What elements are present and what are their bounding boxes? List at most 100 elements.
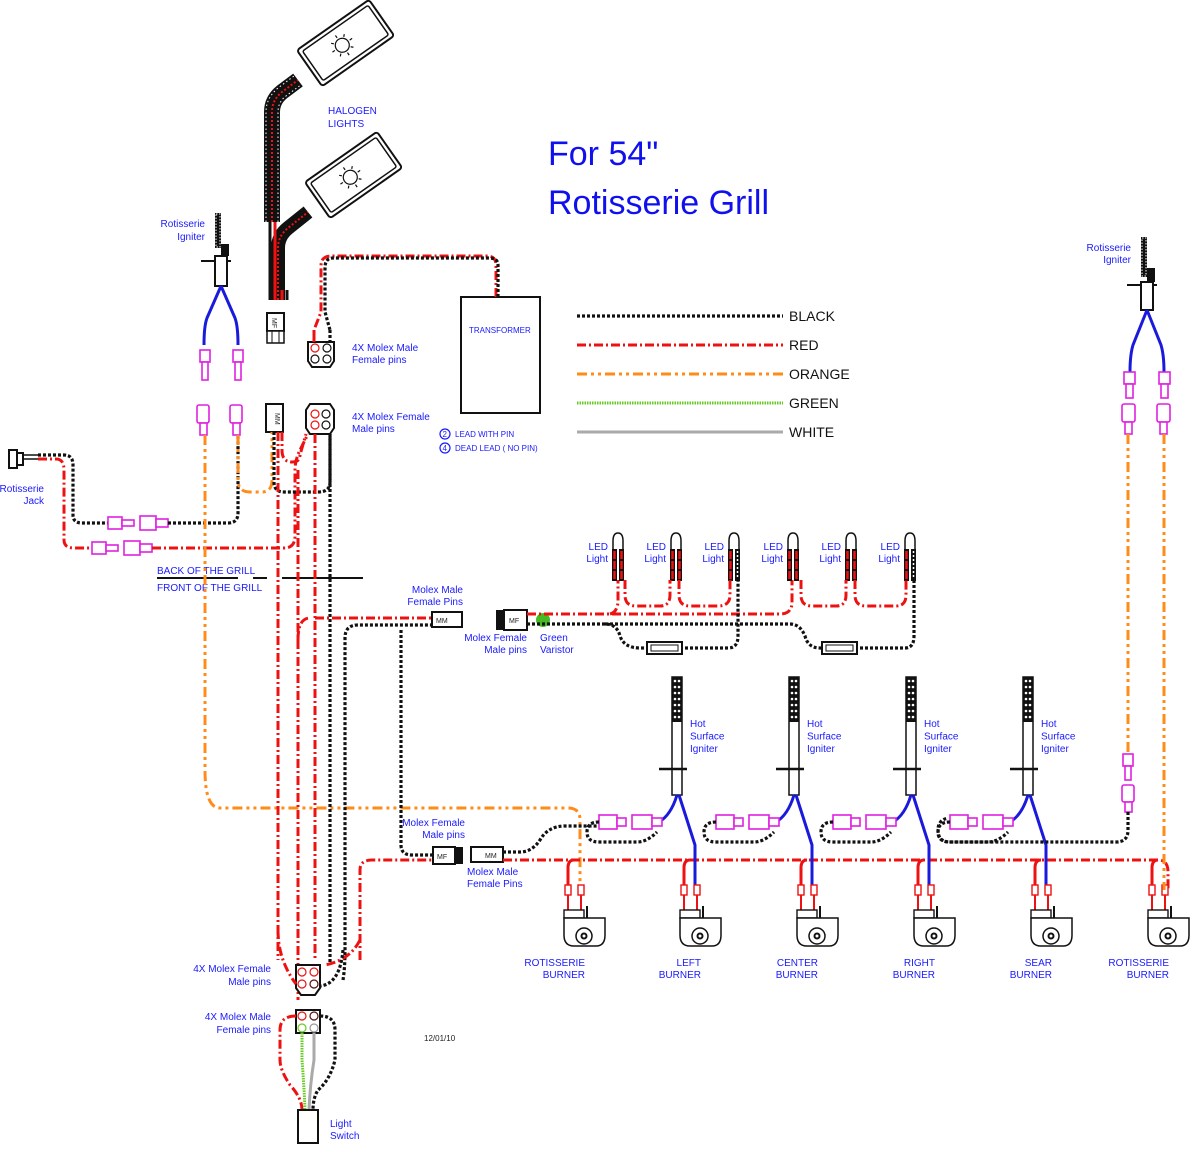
- led-light-label-1: LED: [764, 542, 783, 553]
- transformer-label: TRANSFORMER: [469, 326, 531, 335]
- light-switch-label-1: Light: [330, 1119, 352, 1130]
- molex-4x-female-bottom-label-2: Male pins: [228, 977, 271, 988]
- hot-surface-igniter-label: Surface: [807, 732, 842, 743]
- molex-4x-male-bottom-label-1: 4X Molex Male: [205, 1012, 272, 1023]
- molex-mf-lower-label-2: Male pins: [422, 830, 465, 841]
- burner-label-1: CENTER: [777, 958, 818, 969]
- burner-red-bus: [503, 858, 1170, 890]
- led-light-label-2: Light: [819, 554, 841, 565]
- burner-label-1: LEFT: [677, 958, 701, 969]
- legend-label-green: GREEN: [789, 395, 839, 411]
- led-bulb-icon: [728, 532, 740, 549]
- hot-surface-igniter-label: Hot: [690, 719, 706, 730]
- molex-mm-lower: [470, 846, 504, 863]
- rotisserie-jack-label-1: Rotisserie: [0, 484, 44, 495]
- led-light-label-2: Light: [586, 554, 608, 565]
- hot-surface-igniter-label: Igniter: [1041, 744, 1069, 755]
- burner-label-1: ROTISSERIE: [524, 958, 585, 969]
- molex-mf-lower-code: MF: [437, 854, 447, 861]
- green-varistor-label-2: Varistor: [540, 645, 574, 656]
- molex-4x-male-top: [307, 341, 335, 368]
- led-light-label-1: LED: [881, 542, 900, 553]
- rotisserie-igniter-left-label-2: Igniter: [177, 232, 205, 243]
- molex-mf-upper-label-2: Male pins: [484, 645, 527, 656]
- pin-note-circle-4: [439, 442, 451, 454]
- legend-label-red: RED: [789, 337, 819, 353]
- molex-4x-male-top-label-2: Female pins: [352, 355, 406, 366]
- led-light-label-1: LED: [647, 542, 666, 553]
- burner-label-2: BURNER: [659, 970, 701, 981]
- molex-mm-upper: [431, 611, 463, 628]
- molex-mf-upper-code: MF: [509, 618, 519, 625]
- pin-note-circle-2: [439, 428, 451, 440]
- hot-surface-igniter-label: Surface: [924, 732, 959, 743]
- halogen-light-1: [297, 0, 395, 87]
- transformer-black-lead: [323, 256, 500, 331]
- led-light-label-2: Light: [644, 554, 666, 565]
- halogen-light-2-housing: [305, 131, 403, 219]
- molex-mm-upper-code: MM: [436, 618, 448, 625]
- resistor-2: [821, 641, 858, 655]
- molex-4x-male-bottom-label-2: Female pins: [217, 1025, 271, 1036]
- molex-4x-female-top: [305, 403, 335, 435]
- led-light-label-1: LED: [589, 542, 608, 553]
- black-trunk-2: [341, 623, 432, 981]
- sun-icon: [334, 37, 350, 53]
- rotisserie-igniter-left-terminals: [199, 349, 244, 381]
- led-bulb-icon: [670, 532, 682, 549]
- rotisserie-igniter-right-label-1: Rotisserie: [1087, 243, 1132, 254]
- hot-surface-igniter-label: Igniter: [807, 744, 835, 755]
- mm-connector-top-code: MM: [273, 413, 280, 425]
- halogen-harness-sleeve-1: [264, 73, 303, 222]
- burner-label-2: BURNER: [543, 970, 585, 981]
- rotisserie-igniter-right-label-2: Igniter: [1103, 255, 1131, 266]
- rotisserie-jack-label-2: Jack: [23, 496, 45, 507]
- rotisserie-igniter-left: [201, 213, 231, 287]
- hot-surface-igniter-label: Hot: [924, 719, 940, 730]
- led-light-label-2: Light: [761, 554, 783, 565]
- molex-mf-upper-housing: [496, 610, 504, 630]
- back-of-grill-label: BACK OF THE GRILL: [157, 566, 256, 577]
- hot-surface-igniter-label: Hot: [1041, 719, 1057, 730]
- pin-note-text-1: LEAD WITH PIN: [455, 430, 514, 439]
- rotisserie-jack: [8, 449, 38, 469]
- female-terminals-left: [196, 404, 243, 436]
- rotisserie-igniter-right-terminals: [1121, 371, 1171, 435]
- title-line-1: For 54": [548, 135, 658, 173]
- burner-label-2: BURNER: [1010, 970, 1052, 981]
- pin-notes: 2 LEAD WITH PIN 4 DEAD LEAD ( NO PIN): [439, 428, 538, 454]
- hot-surface-igniter-label: Igniter: [690, 744, 718, 755]
- burner-label-1: SEAR: [1025, 958, 1052, 969]
- rotisserie-igniter-left-label-1: Rotisserie: [161, 219, 206, 230]
- molex-mf-lower-label-1: Molex Female: [402, 818, 465, 829]
- pin-note-number-4: 4: [443, 444, 448, 453]
- molex-mm-upper-label-1: Molex Male: [412, 585, 464, 596]
- molex-4x-female-top-label-2: Male pins: [352, 424, 395, 435]
- orange-rotisserie-wire: [203, 435, 582, 890]
- molex-4x-male-bottom: [295, 1009, 321, 1034]
- transformer-box: [460, 296, 541, 414]
- burner-label-2: BURNER: [776, 970, 818, 981]
- molex-mm-lower-label-2: Female Pins: [467, 879, 523, 890]
- hot-surface-igniter-label: Igniter: [924, 744, 952, 755]
- molex-mf-upper-label-1: Molex Female: [464, 633, 527, 644]
- hot-surface-igniter-label: Surface: [1041, 732, 1076, 743]
- led-bulb-icon: [845, 532, 857, 549]
- legend-label-white: WHITE: [789, 424, 834, 440]
- rotisserie-right-inline-terminals: [1121, 753, 1135, 813]
- date-stamp: 12/01/10: [424, 1034, 456, 1043]
- burner-label-1: RIGHT: [904, 958, 935, 969]
- halogen-mf-code: MF: [270, 318, 277, 328]
